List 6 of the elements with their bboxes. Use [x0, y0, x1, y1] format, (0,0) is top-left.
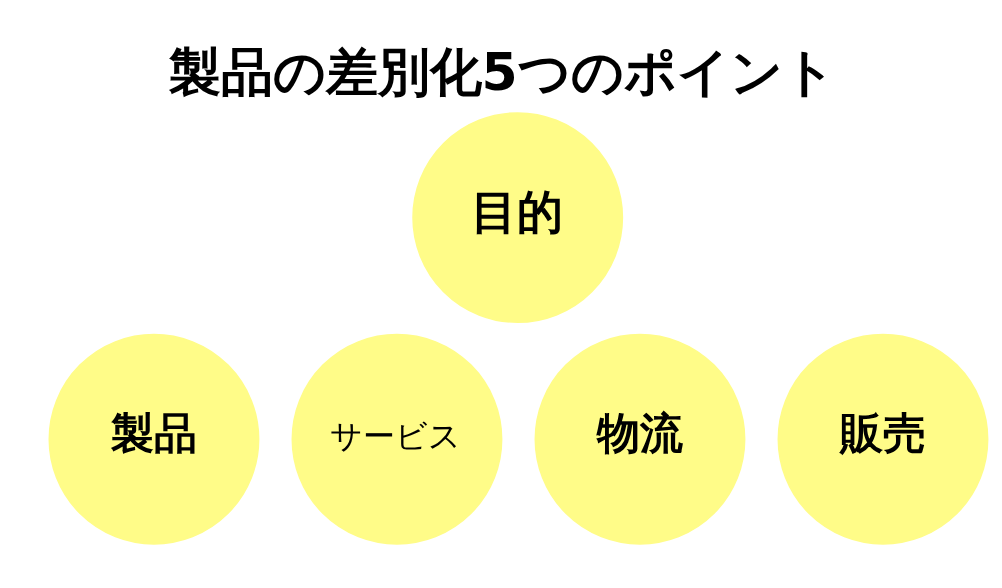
node-circle: 物流: [534, 333, 746, 545]
diagram-title: 製品の差別化5つのポイント: [168, 42, 836, 103]
node-circle: 製品: [48, 333, 260, 545]
node-circle: 販売: [777, 333, 989, 545]
node-circle: 目的: [412, 112, 624, 324]
node-circle: サービス: [291, 333, 503, 545]
